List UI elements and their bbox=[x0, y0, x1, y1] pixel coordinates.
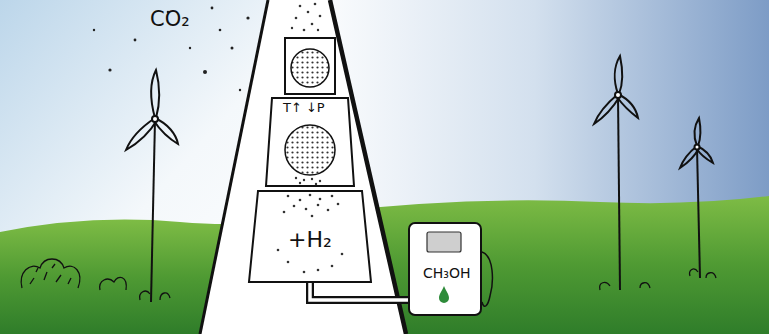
co2-particle bbox=[317, 269, 320, 272]
pipe-bore bbox=[310, 283, 408, 300]
reactant-label: +H₂ bbox=[288, 228, 332, 252]
co2-particle bbox=[327, 209, 330, 212]
released-co2 bbox=[295, 177, 321, 185]
pump-display bbox=[427, 232, 461, 252]
sorbent-sphere-small bbox=[291, 49, 329, 87]
co2-particle bbox=[311, 215, 314, 218]
co2-particle bbox=[331, 195, 334, 198]
co2-particle bbox=[293, 205, 296, 208]
adsorber-box bbox=[285, 38, 335, 94]
tower-wall-left bbox=[200, 0, 268, 334]
co2-particle bbox=[309, 194, 312, 197]
co2-particle bbox=[341, 253, 344, 256]
desorber-box bbox=[266, 98, 354, 186]
wind-turbine-far bbox=[680, 118, 713, 278]
co2-particle bbox=[287, 195, 290, 198]
pipe-connector bbox=[310, 283, 408, 300]
capture-tower bbox=[200, 0, 406, 334]
fuel-pump: CH₃OH bbox=[408, 222, 486, 316]
co2-particle bbox=[287, 261, 290, 264]
pipe-wall bbox=[310, 283, 408, 300]
pump-hose bbox=[482, 252, 492, 306]
fuel-droplet bbox=[439, 286, 449, 303]
air-particles bbox=[291, 3, 322, 32]
fuel-name: CH₃OH bbox=[423, 266, 470, 281]
sorbent-sphere-large bbox=[285, 125, 335, 175]
co2-particle bbox=[337, 203, 340, 206]
wind-turbine-left bbox=[126, 70, 178, 302]
co2-particle bbox=[283, 211, 286, 214]
co2-particle bbox=[317, 204, 320, 207]
co2-particle bbox=[277, 249, 280, 252]
chamber-outline bbox=[249, 191, 371, 282]
wind-turbine-right bbox=[594, 56, 638, 290]
gas-label: CO₂ bbox=[150, 8, 190, 31]
co2-particles bbox=[93, 7, 260, 92]
co2-particle bbox=[303, 271, 306, 274]
pump-body bbox=[409, 223, 481, 315]
co2-particle bbox=[331, 265, 334, 268]
co2-particle bbox=[305, 208, 308, 211]
co2-particle bbox=[319, 198, 322, 201]
hydrogenation-chamber: +H₂ bbox=[248, 190, 372, 283]
co2-particle bbox=[299, 199, 302, 202]
condition-label: T↑ ↓P bbox=[283, 101, 325, 115]
